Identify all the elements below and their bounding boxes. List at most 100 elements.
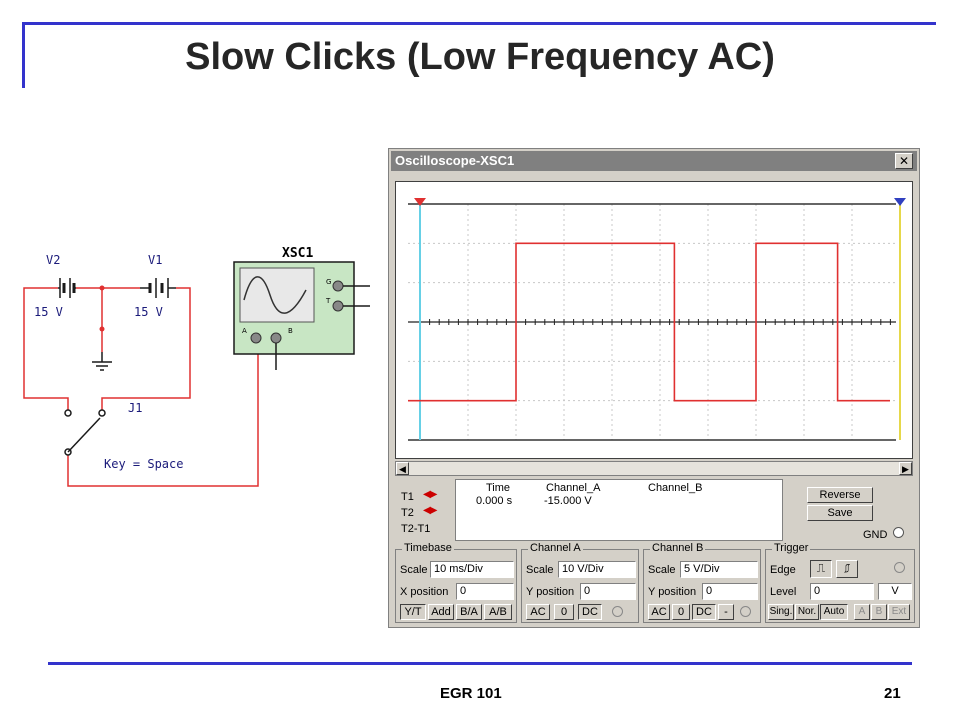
scroll-right-icon[interactable]: ▶ [899,462,912,475]
mode-ba-button[interactable]: B/A [456,604,482,620]
channel-b-ypos-label: Y position [648,586,697,598]
channel-b-scale-input[interactable]: 5 V/Div [680,561,758,578]
window-titlebar[interactable]: Oscilloscope-XSC1 ✕ [391,151,917,171]
trigger-normal-button[interactable]: Nor. [795,604,819,620]
channel-a-dc-button[interactable]: DC [578,604,602,620]
t1-arrows-icon[interactable]: ◀▶ [423,489,437,500]
cursor-t1-handle[interactable] [414,198,426,206]
switch-key-label: Key = Space [104,457,183,471]
trigger-level-unit[interactable]: V [878,583,912,600]
left-rule [22,22,25,88]
rising-edge-icon[interactable]: ⎍ [810,560,832,578]
mode-yt-button[interactable]: Y/T [400,604,426,620]
readout-channel-a-value: -15.000 V [544,495,592,507]
oscilloscope-instrument-icon [233,261,370,370]
trigger-auto-button[interactable]: Auto [820,604,848,620]
channel-b-scale-label: Scale [648,564,676,576]
gnd-label: GND [863,529,888,541]
t2-arrows-icon[interactable]: ◀▶ [423,505,437,516]
horizontal-scrollbar[interactable]: ◀ ▶ [395,461,913,476]
scope-instrument-label: XSC1 [282,246,313,261]
channel-a-group: Channel A Scale 10 V/Div Y position 0 AC… [521,542,639,623]
trigger-source-b-button[interactable]: B [871,604,887,620]
channel-a-scale-label: Scale [526,564,554,576]
mode-ab-button[interactable]: A/B [484,604,512,620]
x-position-input[interactable]: 0 [456,583,514,600]
trigger-source-ext-button[interactable]: Ext [888,604,910,620]
junction-dot [99,285,105,291]
close-button[interactable]: ✕ [895,153,913,169]
t2t1-label: T2-T1 [401,523,431,535]
trigger-edge-label: Edge [770,564,796,576]
scope-pin-t: T [325,297,331,305]
channel-b-minus-button[interactable]: - [718,604,734,620]
battery-v1-icon [140,278,176,298]
channel-a-ypos-input[interactable]: 0 [580,583,636,600]
channel-a-zero-button[interactable]: 0 [554,604,574,620]
v1-value: 15 V [134,305,163,319]
top-rule [24,22,936,25]
channel-b-ypos-input[interactable]: 0 [702,583,758,600]
t2-label: T2 [401,507,414,519]
timebase-title: Timebase [402,542,454,554]
junction-dot [99,326,105,332]
channel-b-group: Channel B Scale 5 V/Div Y position 0 AC … [643,542,761,623]
channel-b-ac-button[interactable]: AC [648,604,670,620]
timebase-scale-label: Scale [400,564,428,576]
cursor-t2-handle[interactable] [894,198,906,206]
battery-v2-icon [58,278,76,298]
window-title: Oscilloscope-XSC1 [395,153,515,168]
v2-value: 15 V [34,305,63,319]
circuit-wires [23,287,259,487]
scope-pin-a: A [242,327,247,335]
switch-label: J1 [128,401,142,415]
readout-header-time: Time [486,482,511,494]
footer-course: EGR 101 [440,685,502,702]
channel-b-dc-button[interactable]: DC [692,604,716,620]
circuit-schematic: V2 V1 15 V 15 V J1 Key = Space XSC1 G T … [23,246,370,487]
falling-edge-icon[interactable]: ⎎ [836,560,858,578]
x-position-label: X position [400,586,449,598]
trigger-level-input[interactable]: 0 [810,583,874,600]
readout-header-channel-b: Channel_B [648,482,703,494]
page-number: 21 [884,685,901,702]
channel-a-scale-input[interactable]: 10 V/Div [558,561,636,578]
mode-add-button[interactable]: Add [428,604,454,620]
reverse-button[interactable]: Reverse [807,487,873,503]
scope-display [408,198,906,441]
channel-b-zero-button[interactable]: 0 [672,604,690,620]
channel-b-terminal-icon[interactable] [740,606,751,617]
trigger-level-label: Level [770,586,797,598]
channel-a-ypos-label: Y position [526,586,575,598]
channel-a-terminal-icon[interactable] [612,606,623,617]
v1-label: V1 [148,253,162,267]
timebase-group: Timebase Scale 10 ms/Div X position 0 Y/… [395,542,517,623]
scroll-left-icon[interactable]: ◀ [396,462,409,475]
v2-label: V2 [46,253,60,267]
slide-title: Slow Clicks (Low Frequency AC) [185,36,775,78]
timebase-scale-input[interactable]: 10 ms/Div [430,561,514,578]
t1-label: T1 [401,491,414,503]
bottom-rule [48,662,912,665]
switch-icon [64,409,106,456]
readout-time-value: 0.000 s [476,495,513,507]
trigger-group: Trigger Edge ⎍ ⎎ Level 0 V Sing. Nor. Au… [765,542,915,623]
scope-screen [395,181,913,459]
oscilloscope-window: Oscilloscope-XSC1 ✕ ◀ ▶ T1 ◀▶ T2 ◀▶ T2-T… [388,148,920,628]
ground-icon [92,352,112,371]
readout-table: Time Channel_A Channel_B 0.000 s -15.000… [455,479,783,541]
gnd-terminal-icon[interactable] [893,527,904,538]
save-button[interactable]: Save [807,505,873,521]
scope-pin-b: B [288,327,293,335]
channel-a-trace [408,242,890,402]
channel-a-title: Channel A [528,542,583,554]
trigger-single-button[interactable]: Sing. [768,604,794,620]
scope-pin-g: G [326,278,331,286]
readout-header-channel-a: Channel_A [546,482,601,494]
trigger-title: Trigger [772,542,811,554]
channel-a-ac-button[interactable]: AC [526,604,550,620]
channel-b-title: Channel B [650,542,706,554]
trigger-terminal-icon[interactable] [894,562,905,573]
cursor-labels: T1 ◀▶ T2 ◀▶ T2-T1 [395,479,453,537]
trigger-source-a-button[interactable]: A [854,604,870,620]
